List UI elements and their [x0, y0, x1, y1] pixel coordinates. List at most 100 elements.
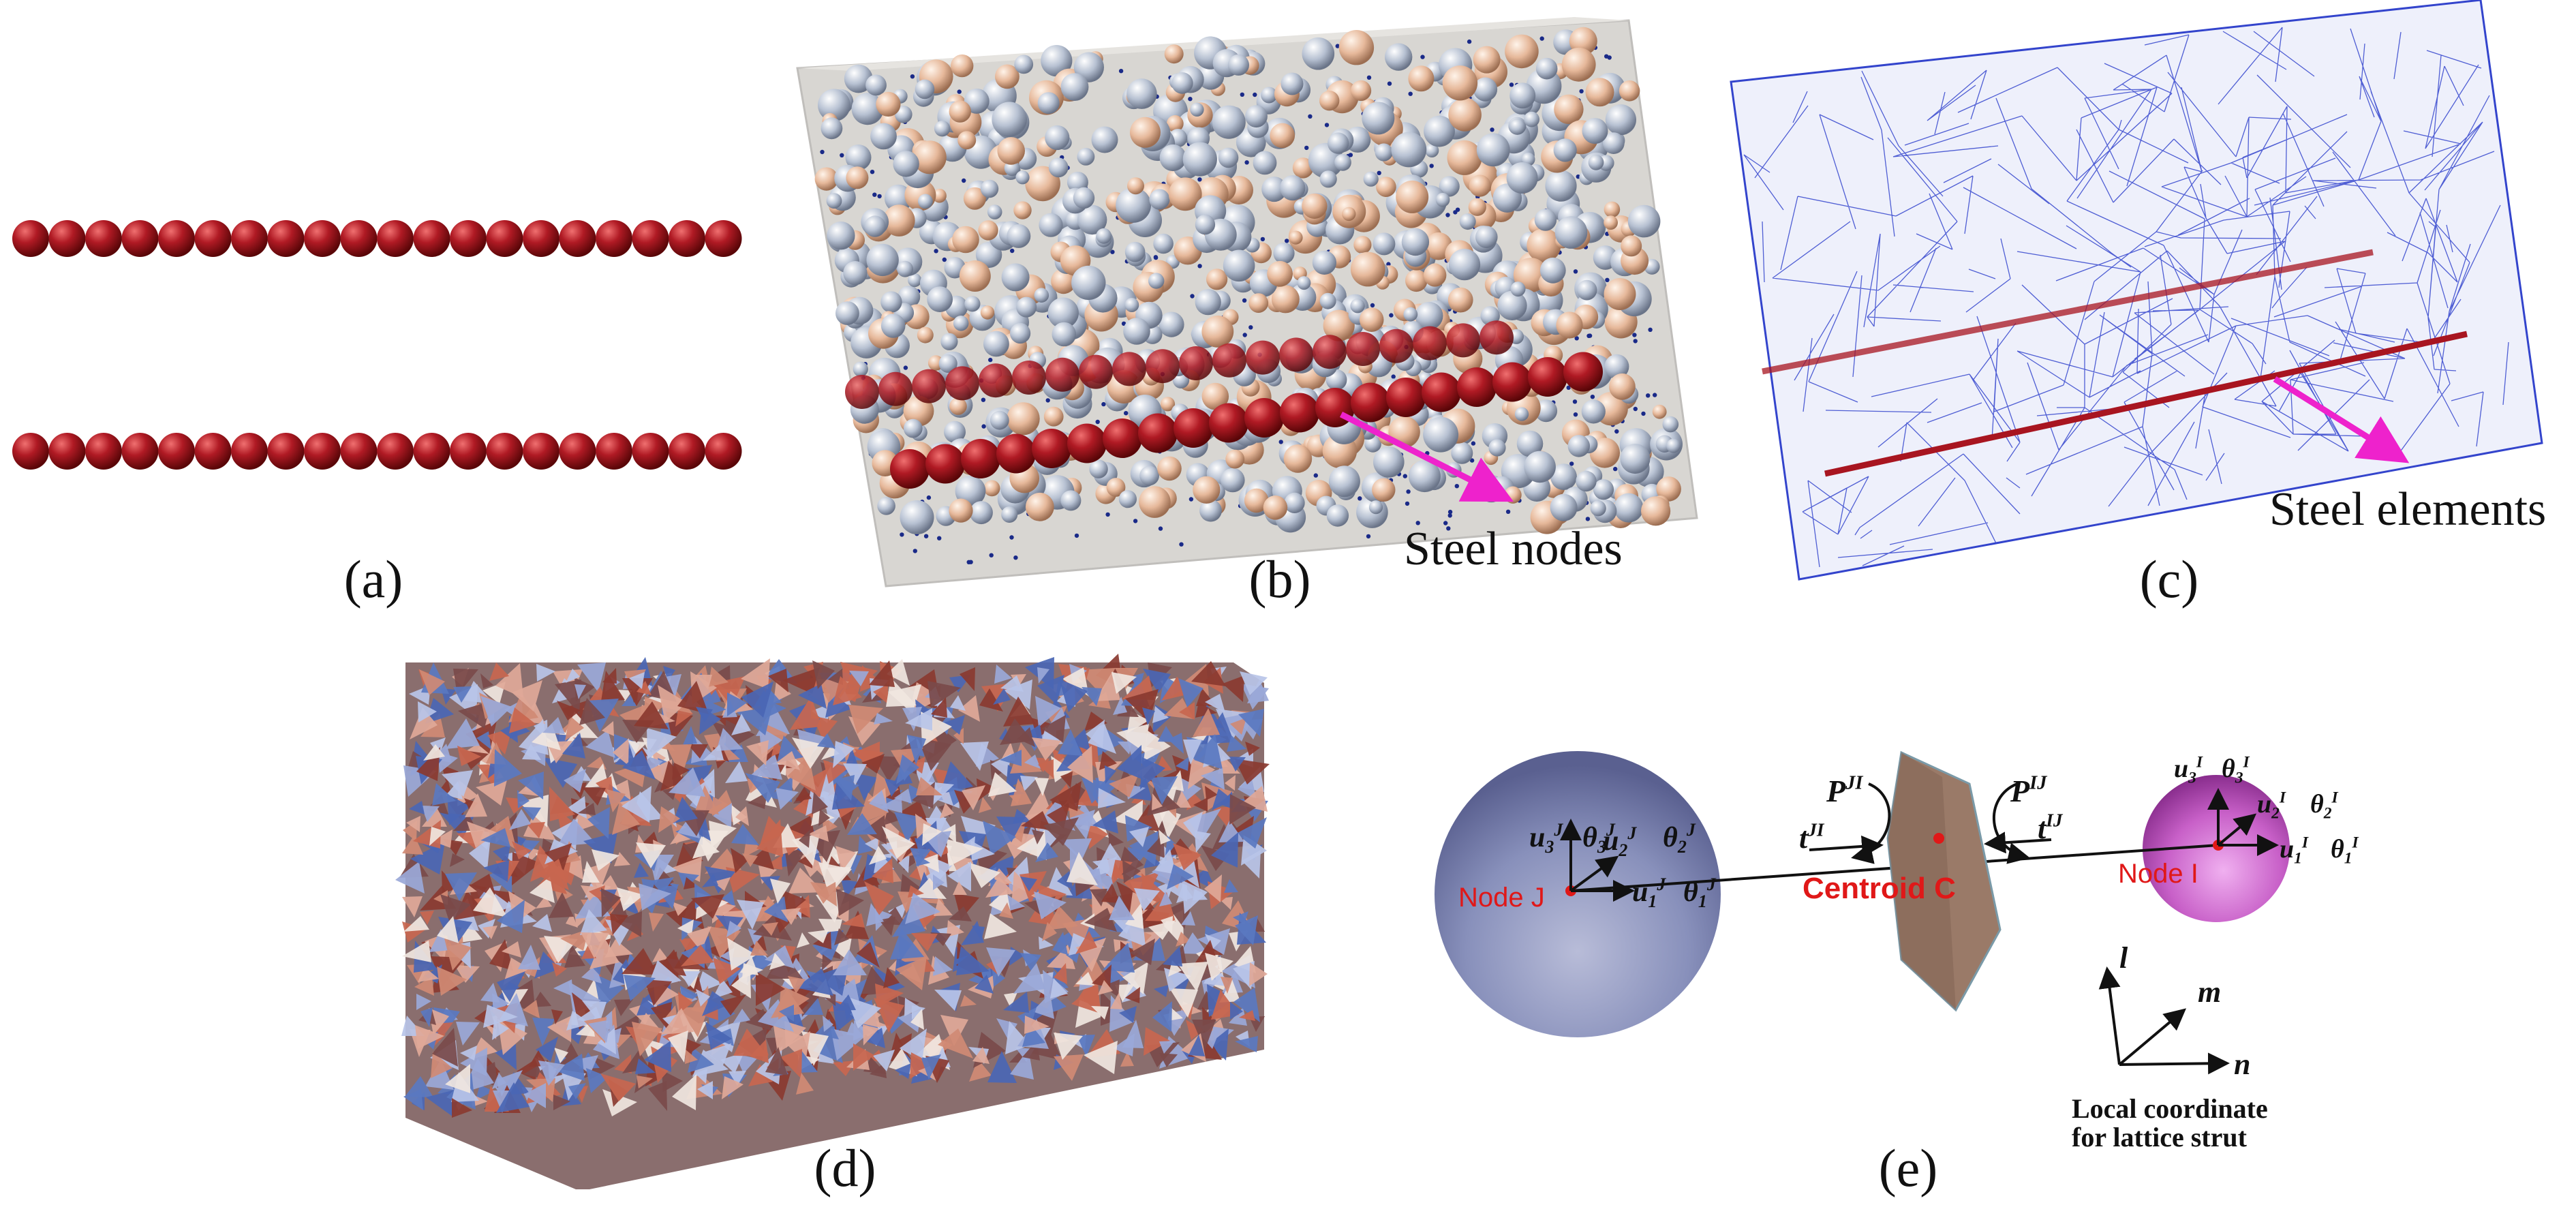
axis-l-label: l	[2119, 941, 2128, 975]
aggregate	[952, 226, 979, 254]
facet	[543, 757, 577, 788]
small-dot	[1605, 277, 1610, 282]
steel-node	[1280, 393, 1319, 433]
facet	[934, 990, 962, 1011]
facet	[1111, 672, 1137, 694]
small-dot	[1124, 411, 1129, 416]
facet	[733, 1028, 768, 1056]
steel-node	[961, 439, 1000, 478]
aggregate	[1221, 468, 1245, 493]
facet	[469, 837, 491, 870]
facet	[577, 662, 606, 692]
facet	[1122, 860, 1141, 883]
facet	[1242, 850, 1261, 879]
facet	[1144, 731, 1171, 761]
caption-e: (e)	[1879, 1138, 1938, 1198]
facet	[1046, 906, 1078, 930]
facet	[1205, 786, 1218, 800]
steel-bead	[340, 433, 378, 470]
aggregate	[1516, 430, 1544, 457]
facet	[1193, 708, 1220, 737]
facet	[647, 728, 677, 759]
aggregate	[1323, 309, 1355, 341]
facet	[492, 1073, 506, 1089]
facet	[890, 928, 924, 960]
aggregate	[1273, 243, 1295, 264]
facet	[872, 858, 893, 883]
facet	[409, 801, 425, 814]
aggregate	[1302, 37, 1335, 70]
steel-bead	[559, 433, 596, 470]
facet	[512, 841, 532, 859]
facet	[492, 1020, 509, 1040]
facet	[1201, 845, 1229, 871]
facet	[1013, 963, 1045, 994]
facet	[1086, 720, 1105, 748]
facet	[636, 842, 666, 868]
facet	[480, 673, 493, 688]
facet	[536, 859, 569, 890]
facet	[651, 1002, 672, 1031]
aggregate	[1060, 73, 1089, 101]
aggregate	[1368, 500, 1383, 515]
facet	[536, 896, 552, 909]
aggregate	[827, 222, 855, 250]
facet	[907, 735, 926, 765]
facet	[1154, 985, 1169, 997]
small-dot	[1648, 327, 1653, 332]
small-dot	[1158, 526, 1163, 531]
facet	[798, 684, 827, 709]
small-dot	[1406, 489, 1411, 494]
small-dot	[1471, 441, 1476, 446]
moment-ji-arrow	[1851, 782, 1891, 864]
node-j-axis-2	[1569, 855, 1619, 892]
facet	[1230, 718, 1246, 735]
aggregate	[1190, 102, 1204, 117]
steel-node	[1479, 320, 1514, 355]
facet	[745, 773, 780, 803]
aggregate	[1408, 460, 1441, 493]
steel-bead	[340, 220, 378, 257]
facet	[725, 761, 748, 783]
facet	[958, 695, 980, 722]
small-dot	[1574, 336, 1579, 341]
aggregate	[1475, 226, 1498, 249]
aggregate	[992, 102, 1027, 137]
facet	[447, 794, 470, 825]
facet	[652, 948, 668, 962]
facet	[554, 1048, 568, 1063]
facet	[792, 737, 826, 769]
aggregate	[1043, 406, 1064, 427]
centroid-point	[1933, 833, 1944, 844]
aggregate	[1468, 198, 1486, 216]
facet	[812, 792, 828, 814]
facet	[1159, 891, 1172, 906]
facet	[863, 815, 887, 844]
facet	[437, 966, 467, 996]
aggregate	[1350, 251, 1385, 287]
facet	[1180, 932, 1208, 954]
theta1-i-label: θ1I	[2331, 834, 2359, 868]
aggregate	[1408, 65, 1435, 92]
aggregate	[1447, 140, 1482, 175]
facet	[1060, 772, 1073, 788]
theta2-i-label: θ2I	[2310, 789, 2339, 823]
small-dot	[1386, 262, 1391, 266]
aggregate	[1013, 201, 1032, 219]
steel-bead	[231, 433, 268, 470]
steel-elements-label: Steel elements	[2269, 483, 2546, 536]
aggregate	[1556, 311, 1583, 339]
aggregate	[1353, 236, 1372, 254]
facet	[1220, 791, 1233, 809]
facet	[968, 862, 1000, 888]
aggregate	[870, 123, 897, 150]
facet	[1163, 946, 1182, 966]
small-dot	[900, 532, 904, 537]
facet	[1000, 750, 1022, 766]
steel-bead	[632, 433, 669, 470]
small-dot	[1179, 542, 1184, 547]
facet	[592, 849, 619, 871]
steel-node	[1457, 367, 1497, 407]
facet	[760, 876, 780, 891]
